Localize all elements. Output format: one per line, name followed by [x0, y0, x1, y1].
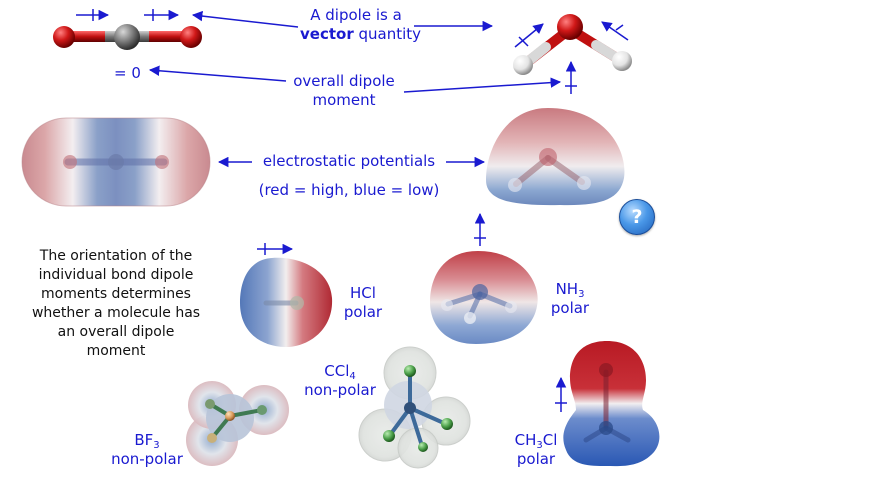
oxygen-atom: [53, 26, 75, 48]
header-line2: vector quantity: [300, 25, 421, 44]
explanation-line: whether a molecule has: [31, 305, 201, 321]
help-button[interactable]: ?: [619, 199, 655, 235]
co2-electrostatic-potential: [21, 117, 211, 207]
ch3cl-dipole-arrow: [555, 376, 567, 412]
ccl4-label: CCl4 non-polar: [300, 362, 380, 400]
nh3-electrostatic-potential: [430, 251, 538, 344]
ccl4-formula: CCl4: [324, 362, 356, 382]
ccl4-status: non-polar: [304, 381, 376, 399]
hydrogen-atom: [513, 55, 533, 75]
header-title: A dipole is a vector quantity: [300, 6, 421, 44]
ch3cl-label: CH3Cl polar: [504, 431, 568, 469]
nh3-status: polar: [550, 299, 590, 317]
electrostatic-label: electrostatic potentials (red = high, bl…: [254, 152, 444, 200]
header-bold-word: vector: [300, 25, 354, 43]
carbon-atom: [114, 24, 140, 50]
h2o-net-dipole-arrow: [565, 60, 577, 94]
oxygen-atom: [557, 14, 583, 40]
overall-dipole-label: overall dipole moment: [288, 72, 400, 110]
bf3-status: non-polar: [111, 450, 183, 468]
co2-ball-and-stick: [53, 24, 202, 50]
hcl-electrostatic-potential: [240, 257, 333, 348]
zero-label: = 0: [114, 64, 141, 82]
nh3-formula: NH3: [555, 280, 585, 300]
explanation-text: The orientation of the individual bond d…: [18, 247, 214, 361]
bf3-electrostatic-potential: [186, 381, 289, 466]
ch3cl-status: polar: [516, 450, 556, 468]
ch3cl-formula: CH3Cl: [514, 431, 558, 451]
hydrogen-atom: [612, 51, 632, 71]
overall-line1: overall dipole: [293, 72, 395, 90]
hcl-status: polar: [343, 303, 383, 321]
overall-line2: moment: [312, 91, 376, 109]
ch3cl-electrostatic-potential: [563, 341, 660, 467]
h2o-ball-and-stick: [513, 14, 632, 75]
pointer-arrows: [148, 10, 562, 168]
co2-bond-dipole-arrows: [76, 9, 180, 21]
explanation-line: moment: [86, 343, 146, 359]
electrostatic-line2: (red = high, blue = low): [258, 181, 440, 199]
hcl-formula: HCl: [350, 284, 376, 302]
header-line2-rest: quantity: [353, 25, 422, 43]
explanation-line: moments determines: [41, 286, 191, 302]
electrostatic-line1: electrostatic potentials: [262, 152, 436, 170]
bf3-label: BF3 non-polar: [106, 431, 188, 469]
explanation-line: The orientation of the: [39, 248, 193, 264]
explanation-line: individual bond dipole: [38, 267, 194, 283]
nh3-net-dipole-arrow: [474, 212, 486, 246]
h2o-bond-dipole-arrows: [514, 21, 629, 48]
bf3-formula: BF3: [134, 431, 160, 451]
h2o-electrostatic-potential: [486, 108, 625, 206]
explanation-line: an overall dipole: [57, 324, 175, 340]
nh3-label: NH3 polar: [544, 280, 596, 318]
header-line1: A dipole is a: [310, 6, 402, 24]
hcl-dipole-arrow: [257, 243, 294, 255]
hcl-label: HCl polar: [339, 284, 387, 322]
oxygen-atom: [180, 26, 202, 48]
ccl4-electrostatic-potential: [358, 346, 471, 469]
